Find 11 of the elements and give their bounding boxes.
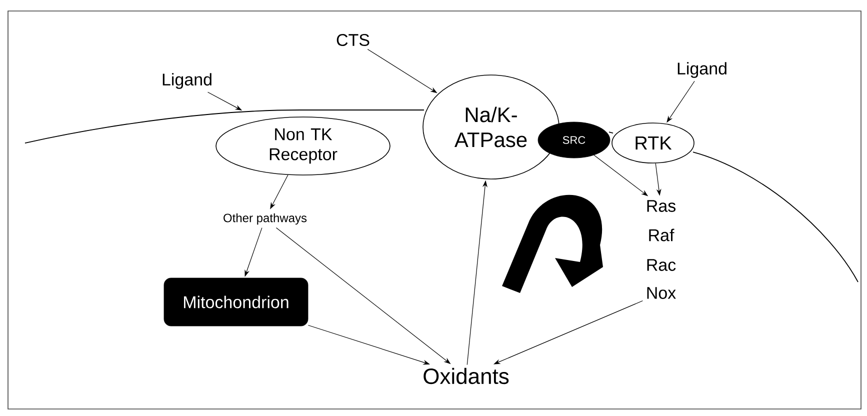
node-label: CTS (336, 34, 370, 46)
organelle-box: Mitochondrion (164, 278, 308, 326)
protein-label: Raf (649, 228, 674, 242)
node-label: Oxidants (424, 368, 509, 384)
node-label: Ligand (678, 62, 726, 78)
cell-membrane (24, 110, 424, 144)
protein-label: Rac (647, 259, 676, 271)
node-label: Ras (647, 200, 676, 212)
node-label: Ligand (162, 73, 212, 89)
node-label: Other pathways (224, 213, 307, 225)
node-label: Nox (647, 287, 676, 299)
